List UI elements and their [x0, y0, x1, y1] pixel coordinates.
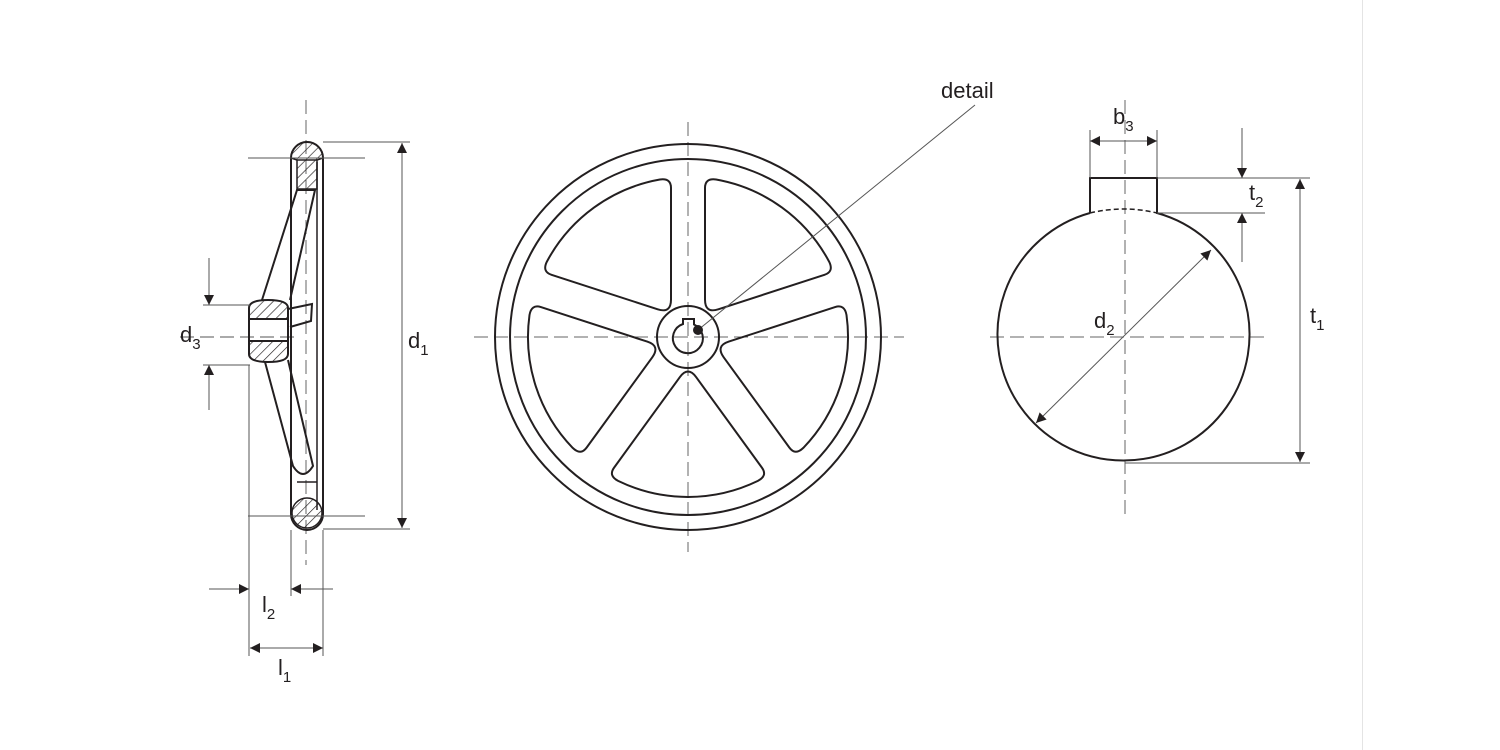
hub-section-top: [248, 298, 289, 320]
right-margin-panel: [1362, 0, 1500, 750]
hub-section-bottom: [248, 340, 289, 364]
label-d1: d1: [408, 328, 429, 359]
bore-detail-view: b3 t2 t1 d2: [990, 100, 1324, 518]
spoke-window: [544, 178, 672, 312]
bore-outline: [996, 177, 1251, 462]
spoke-window: [704, 178, 832, 312]
hub-tab: [287, 302, 314, 328]
label-d3: d3: [180, 322, 201, 353]
detail-leader: [697, 104, 976, 331]
detail-marker: [693, 325, 703, 335]
label-d2: d2: [1094, 308, 1115, 339]
rim-section-bottom: [291, 497, 323, 529]
rim-section-top: [290, 141, 324, 190]
label-l2: l2: [262, 592, 275, 623]
hub-bore: [248, 318, 289, 342]
spoke-lower: [264, 359, 315, 475]
spoke-upper: [261, 189, 317, 301]
label-detail: detail: [941, 78, 994, 103]
side-view: d1 d3 l2 l1: [180, 100, 429, 686]
spoke-window: [719, 305, 850, 453]
spoke-window: [526, 305, 657, 453]
rim-inner: [509, 158, 867, 516]
spoke-windows: [526, 178, 850, 498]
rim-outer: [494, 143, 882, 531]
label-t1: t1: [1310, 303, 1324, 334]
label-b3: b3: [1113, 104, 1134, 135]
label-l1: l1: [278, 655, 291, 686]
d2-dimension: [1035, 249, 1212, 424]
front-view: detail: [474, 78, 994, 552]
spoke-window: [610, 370, 766, 498]
hub: [656, 305, 720, 369]
label-t2: t2: [1249, 180, 1263, 211]
bore-hidden-arc: [1089, 208, 1158, 214]
